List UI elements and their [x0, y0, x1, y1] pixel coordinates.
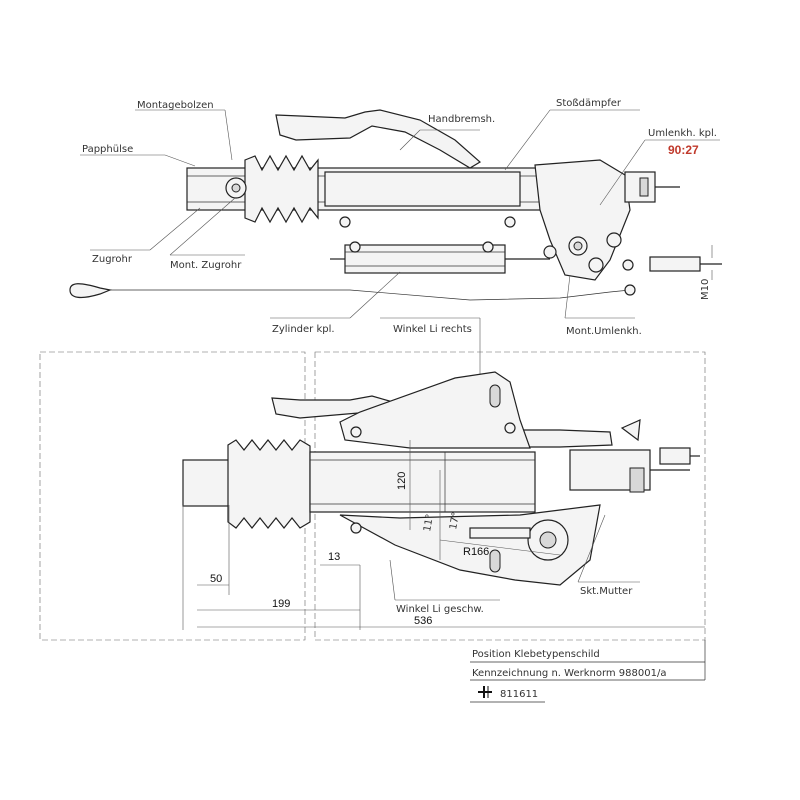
label-zugrohr: Zugrohr — [92, 254, 133, 265]
label-winkel-li-geschw: Winkel Li geschw. — [396, 604, 484, 615]
dim-120: 120 — [396, 472, 408, 490]
label-winkel-rechts: Winkel Li rechts — [393, 324, 472, 335]
brake-cable — [110, 289, 631, 301]
label-m10: M10 — [700, 279, 711, 300]
dim-536: 536 — [414, 615, 432, 627]
label-papphuelse: Papphülse — [82, 144, 133, 155]
cable-loop — [69, 283, 113, 299]
dim-11deg: 11° — [422, 513, 436, 532]
main-body — [309, 451, 536, 513]
dim-r166: R166 — [463, 546, 489, 558]
cable-end — [649, 256, 701, 272]
title-line1: Position Klebetypenschild — [472, 649, 600, 660]
dim-17deg: 17° — [448, 511, 462, 530]
label-ratio: 90:27 — [668, 143, 699, 157]
dim-50: 50 — [210, 573, 222, 585]
label-mont-zugrohr: Mont. Zugrohr — [170, 260, 242, 271]
part-number-icon — [478, 686, 492, 698]
dim-13: 13 — [328, 551, 340, 563]
label-skt-mutter: Skt.Mutter — [580, 586, 633, 597]
dimensions: 50 199 13 536 120 11° 17° R166 Skt.Mutte… — [182, 440, 705, 630]
upper-plate — [339, 371, 531, 449]
dim-199: 199 — [272, 598, 290, 610]
label-montagebolzen: Montagebolzen — [137, 100, 214, 111]
title-block: Position Klebetypenschild Kennzeichnung … — [470, 640, 706, 703]
label-mont-umlenkh: Mont.Umlenkh. — [566, 326, 642, 337]
zylinder — [344, 244, 506, 274]
inner-tube — [324, 171, 521, 207]
top-view — [69, 109, 722, 301]
bellows — [244, 154, 319, 224]
part-number: 811611 — [500, 689, 538, 700]
side-view — [39, 351, 706, 641]
coupling-tube — [182, 459, 230, 507]
label-stossdaempfer: Stoßdämpfer — [556, 98, 622, 109]
handbrake-lever — [275, 109, 482, 169]
bellows-side — [227, 439, 311, 529]
label-handbremsh: Handbremsh. — [428, 114, 495, 125]
label-umlenkh-kpl: Umlenkh. kpl. — [648, 128, 717, 139]
title-line2: Kennzeichnung n. Werknorm 988001/a — [472, 668, 666, 679]
top-labels: Montagebolzen Papphülse Handbremsh. Stoß… — [80, 98, 720, 385]
umlenkhebel-plate — [534, 159, 631, 281]
label-zylinder-kpl: Zylinder kpl. — [272, 324, 335, 335]
